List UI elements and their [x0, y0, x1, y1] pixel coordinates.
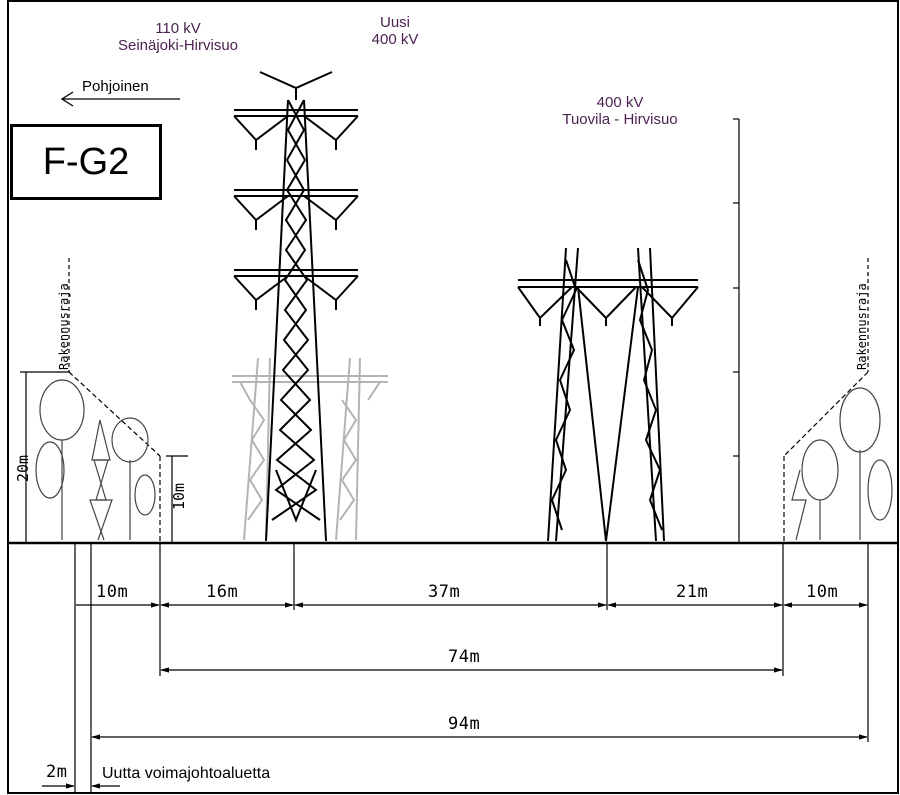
right-forest-edge: [783, 258, 893, 543]
section-id-box: F-G2: [10, 124, 162, 200]
dim-16m: 16m: [206, 582, 239, 602]
tree-height-edge-label: 10m: [170, 482, 188, 510]
frame-border: [7, 0, 899, 794]
dim-37m: 37m: [428, 582, 461, 602]
new-400kv-tower: [233, 71, 359, 542]
dim-2m: 2m: [46, 762, 68, 782]
north-arrow-icon: [60, 91, 180, 107]
building-limit-left: Rakennusraja: [57, 283, 71, 370]
tree-height-left-label: 20m: [14, 454, 32, 482]
dim-left-zone: 10m: [96, 582, 129, 602]
label-new-line: Uusi: [379, 14, 410, 31]
dim-right-zone: 10m: [806, 582, 839, 602]
dim-21m: 21m: [676, 582, 709, 602]
north-label: Pohjoinen: [82, 78, 149, 95]
label-400kv-route: Tuovila - Hirvisuo: [562, 111, 678, 128]
left-forest-edge: [20, 258, 188, 543]
label-110kv-route: Seinäjoki-Hirvisuo: [117, 37, 239, 54]
height-scale: [733, 118, 740, 543]
label-110kv: 110 kV: [155, 20, 201, 37]
dim-94m: 94m: [448, 714, 481, 734]
dimension-extension-lines: [74, 543, 869, 793]
dim-74m: 74m: [448, 647, 481, 667]
section-id-text: F-G2: [42, 140, 130, 183]
new-area-caption: Uutta voimajohtoaluetta: [102, 765, 271, 782]
existing-400kv-tower: [517, 247, 699, 542]
label-400kv: 400 kV: [596, 94, 644, 111]
label-new-line-voltage: 400 kV: [371, 31, 419, 48]
building-limit-right: Rakennusraja: [855, 283, 869, 370]
